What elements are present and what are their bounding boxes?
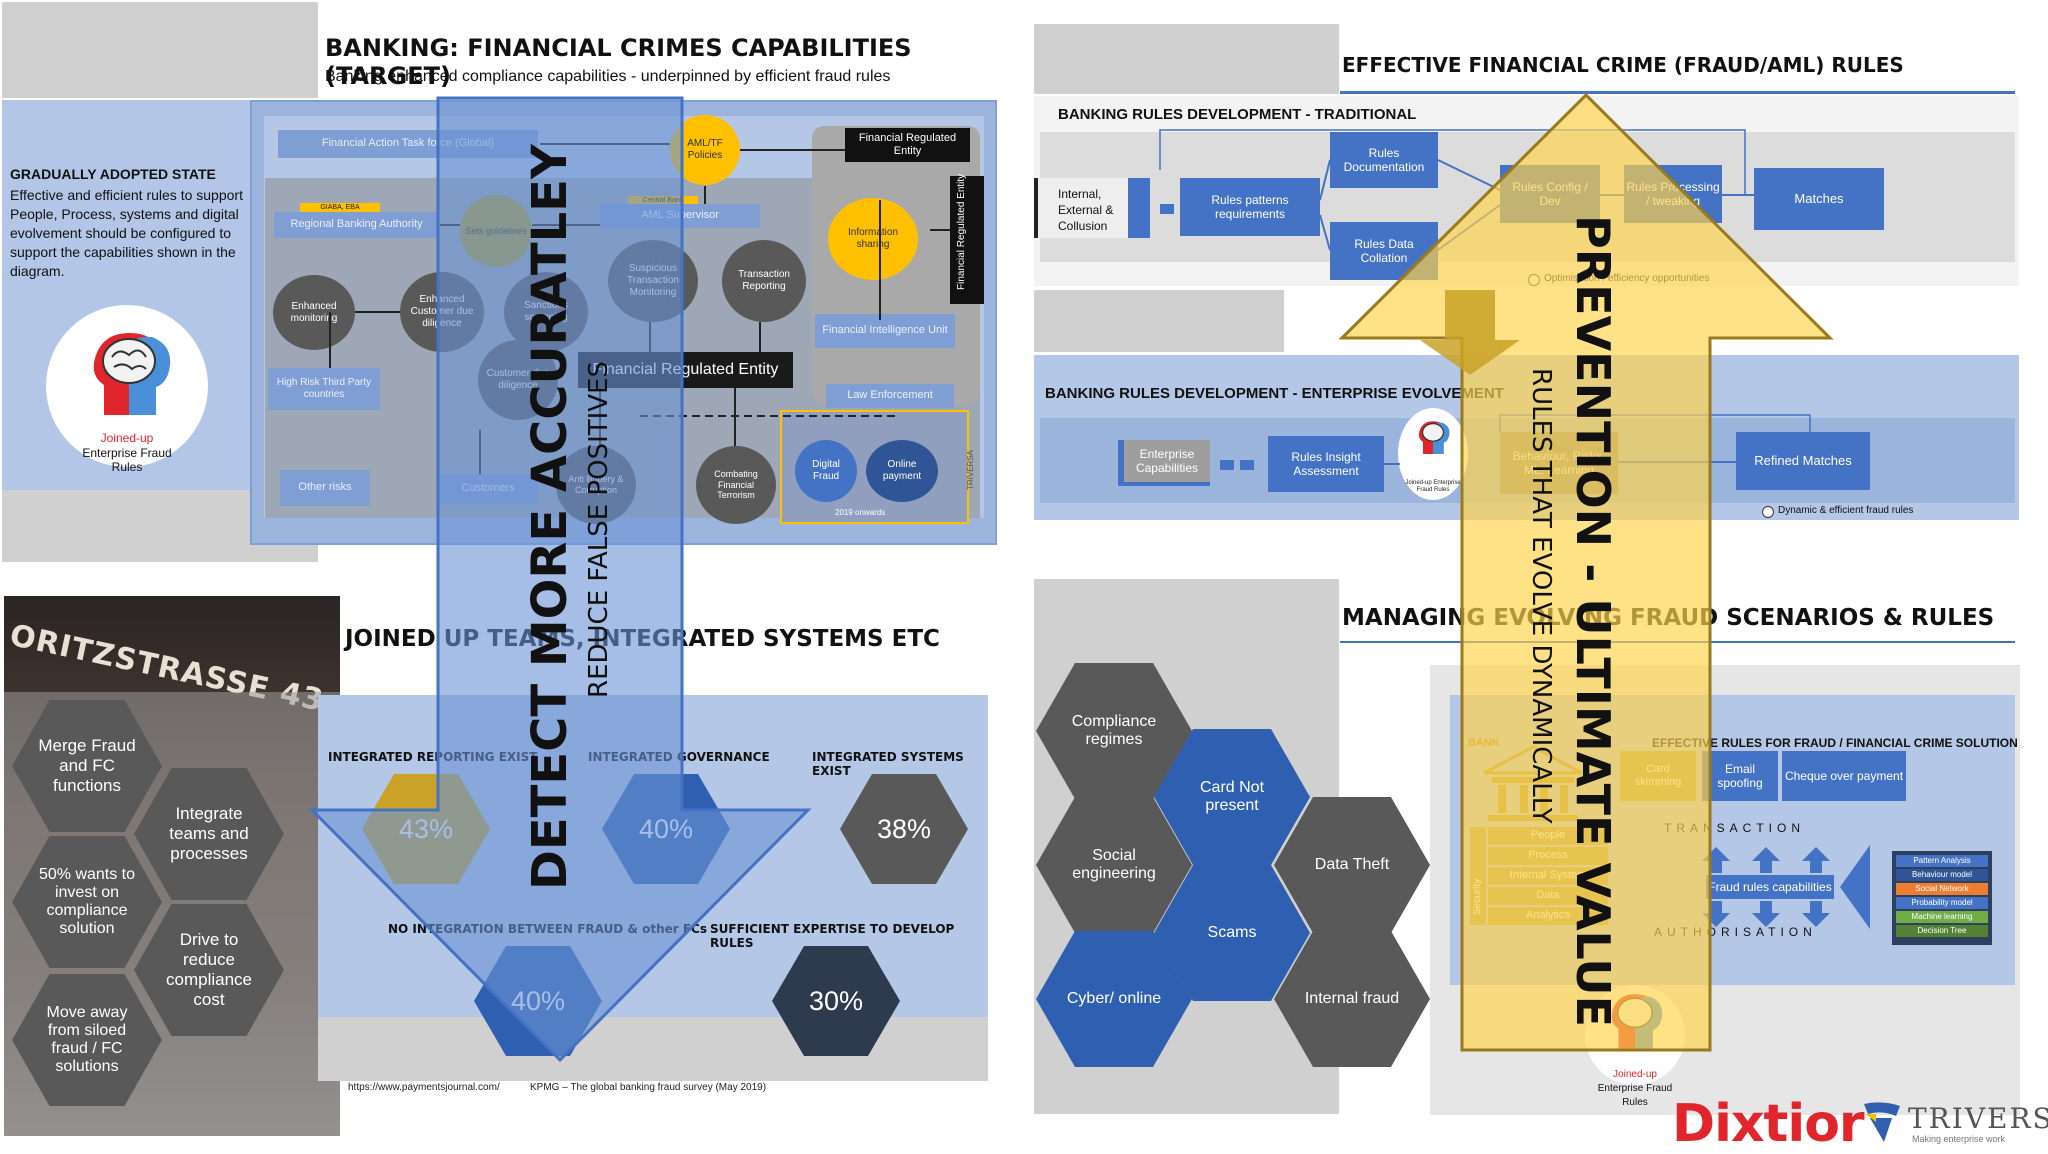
q2-rules-data: Rules Data Collation xyxy=(1330,222,1438,280)
q3-source1: https://www.paymentsjournal.com/ xyxy=(348,1082,500,1093)
q1-subtitle: Banking enhanced compliance capabilities… xyxy=(325,68,891,85)
q3-footer-panel xyxy=(318,1017,988,1081)
q1-online-payment: Online payment xyxy=(866,440,938,502)
q1-fiu: Financial Intelligence Unit xyxy=(815,314,955,348)
up-arrow-sub-text: RULES THAT EVOLVE DYNAMICALLY xyxy=(1526,368,1556,824)
q4-transaction: TRANSACTION xyxy=(1664,821,1806,835)
q1-law: Law Enforcement xyxy=(826,384,954,408)
q1-aml-supervisor: AML Supervisor xyxy=(600,204,760,228)
q1-cft: Combating Financial Terrorism xyxy=(696,446,776,524)
q2-rules-doc: Rules Documentation xyxy=(1330,132,1438,188)
up-arrow-main-text: PREVENTION - ULTIMATE VALUE xyxy=(1566,215,1620,1027)
q2-dynamic: Dynamic & efficient fraud rules xyxy=(1778,505,1914,516)
q3-hex-50: 50% wants to invest on compliance soluti… xyxy=(12,836,162,968)
q4-email-spoofing: Email spoofing xyxy=(1702,751,1778,801)
q2-trad-heading: BANKING RULES DEVELOPMENT - TRADITIONAL xyxy=(1058,106,1417,123)
q4-title-rule xyxy=(1340,641,2015,643)
q1-rba: Regional Banking Authority xyxy=(274,212,439,238)
q2-mini-brain-icon xyxy=(1418,421,1450,454)
q4-security: Security xyxy=(1472,878,1483,915)
q1-logo-line2: Enterprise Fraud xyxy=(82,446,172,460)
q1-fre-top-front: Financial Regulated Entity xyxy=(845,128,970,162)
q1-logo-line1: Joined-up xyxy=(100,431,154,445)
q1-fatf-box: Financial Action Task force (Global) xyxy=(278,130,538,158)
q4-cheque: Cheque over payment xyxy=(1782,751,1906,801)
q4-tech-tree: Decision Tree xyxy=(1896,925,1988,937)
q2-dot1 xyxy=(1160,204,1174,214)
q3-stat1-label: INTEGRATED REPORTING EXIST xyxy=(328,750,538,764)
q1-enh-cdd: Enhanced Customer due diligence xyxy=(400,272,484,352)
q2-grey-corner xyxy=(1034,24,1339,94)
q2-ent-caps: Enterprise Capabilities xyxy=(1118,440,1210,486)
q3-title: JOINED UP TEAMS, INTEGRATED SYSTEMS ETC xyxy=(345,626,940,652)
q1-high-risk: High Risk Third Party countries xyxy=(268,368,380,410)
q2-rules-patterns: Rules patterns requirements xyxy=(1180,178,1320,236)
q1-aml-policies: AML/TF Policies xyxy=(670,115,740,185)
q2-opt-circle xyxy=(1528,274,1540,286)
q4-logo-line3: Rules xyxy=(1622,1097,1648,1108)
q4-hex-social: Social engineering xyxy=(1036,797,1192,933)
q2-trad-source-marker xyxy=(1128,178,1150,238)
q4-effective-rules: EFFECTIVE RULES FOR FRAUD / FINANCIAL CR… xyxy=(1652,736,2018,750)
down-arrow-sub-text: REDUCE FALSE POSITIVES xyxy=(584,360,614,698)
q4-tech-ml: Machine learning xyxy=(1896,911,1988,923)
down-arrow-main-text: DETECT MORE ACCURATLEY xyxy=(522,144,578,890)
q1-state-heading: GRADUALLY ADOPTED STATE xyxy=(10,166,216,182)
q4-logo-line1: Joined-up xyxy=(1613,1069,1657,1080)
q2-trad-source-box xyxy=(1034,178,1133,238)
q1-year: 2019 onwards xyxy=(835,508,886,517)
q3-hex-integrate: Integrate teams and processes xyxy=(134,768,284,900)
q2-trad-source: Internal, External & Collusion xyxy=(1058,187,1114,233)
brain-head-icon xyxy=(93,333,171,415)
q2-mid-grey xyxy=(1034,290,1284,352)
triversa-name: TRIVERSA xyxy=(1908,1102,2048,1135)
q3-stat5-label: SUFFICIENT EXPERTISE TO DEVELOP RULES xyxy=(710,922,955,950)
q2-rules-insight: Rules Insight Assessment xyxy=(1268,436,1384,492)
q2-title: EFFECTIVE FINANCIAL CRIME (FRAUD/AML) RU… xyxy=(1342,53,1904,77)
q1-stm: Suspicious Transaction Monitoring xyxy=(608,240,698,322)
q1-tr: Transaction Reporting xyxy=(722,240,806,322)
q3-hex-silo: Move away from siloed fraud / FC solutio… xyxy=(12,974,162,1106)
q1-fre-side-label: Financial Regulated Entity xyxy=(956,173,967,290)
q4-tech-social: Social Network xyxy=(1896,883,1988,895)
q2-dot4 xyxy=(1240,460,1254,470)
q3-panel: ORITZSTRASSE 43 JOINED UP TEAMS, INTEGRA… xyxy=(0,590,1000,1152)
q4-logo-line2: Enterprise Fraud xyxy=(1597,1083,1673,1094)
dixtior-logo: Dixtior xyxy=(1672,1094,1865,1154)
q3-hex-merge: Merge Fraud and FC functions xyxy=(12,700,162,832)
triversa-logo-icon xyxy=(1864,1102,1900,1142)
q2-ent-heading: BANKING RULES DEVELOPMENT - ENTERPRISE E… xyxy=(1045,385,1504,402)
q3-stat2-label: INTEGRATED GOVERNANCE xyxy=(588,750,770,764)
q1-enh-monitoring: Enhanced monitoring xyxy=(273,275,355,350)
q3-stat4-label: NO INTEGRATION BETWEEN FRAUD & other FCs xyxy=(388,922,707,936)
q1-fre-side xyxy=(950,176,984,304)
q1-state-text: Effective and efficient rules to support… xyxy=(10,187,243,279)
q4-title: MANAGING EVOLVING FRAUD SCENARIOS & RULE… xyxy=(1342,605,1995,631)
q2-title-rule xyxy=(1340,91,2015,94)
q2-dot3 xyxy=(1220,460,1234,470)
q1-grey-corner xyxy=(2,2,318,98)
q1-panel: BANKING: FINANCIAL CRIMES CAPABILITIES (… xyxy=(0,0,1000,565)
q2-refined: Refined Matches xyxy=(1736,432,1870,490)
q1-info-sharing: Information sharing xyxy=(828,198,918,280)
q4-hex-cnp: Card Not present xyxy=(1154,729,1310,865)
q1-triversa-small: TRIVERSA xyxy=(966,449,975,490)
q3-source2: KPMG – The global banking fraud survey (… xyxy=(530,1082,767,1093)
q1-logo-line3: Rules xyxy=(111,460,143,474)
q3-hex-drive: Drive to reduce compliance cost xyxy=(134,904,284,1036)
q3-stat3-label: INTEGRATED SYSTEMS EXIST xyxy=(812,750,964,778)
q2-rules-processing: Rules Processing / tweaking xyxy=(1624,165,1722,223)
triversa-tagline: Making enterprise work xyxy=(1912,1134,2006,1144)
q1-logo: Joined-up Enterprise Fraud Rules xyxy=(46,305,208,474)
q4-tech-pattern: Pattern Analysis xyxy=(1896,855,1988,867)
q4-tech-prob: Probability model xyxy=(1896,897,1988,909)
q4-card-skimming: Card skimming xyxy=(1620,751,1696,801)
q1-digital-fraud: Digital Fraud xyxy=(795,440,857,502)
q2-matches: Matches xyxy=(1754,168,1884,230)
q2-dyn-circle xyxy=(1762,506,1774,518)
q1-other-risks: Other risks xyxy=(280,470,370,506)
q1-title: BANKING: FINANCIAL CRIMES CAPABILITIES (… xyxy=(325,34,912,90)
q4-tech-behaviour: Behaviour model xyxy=(1896,869,1988,881)
